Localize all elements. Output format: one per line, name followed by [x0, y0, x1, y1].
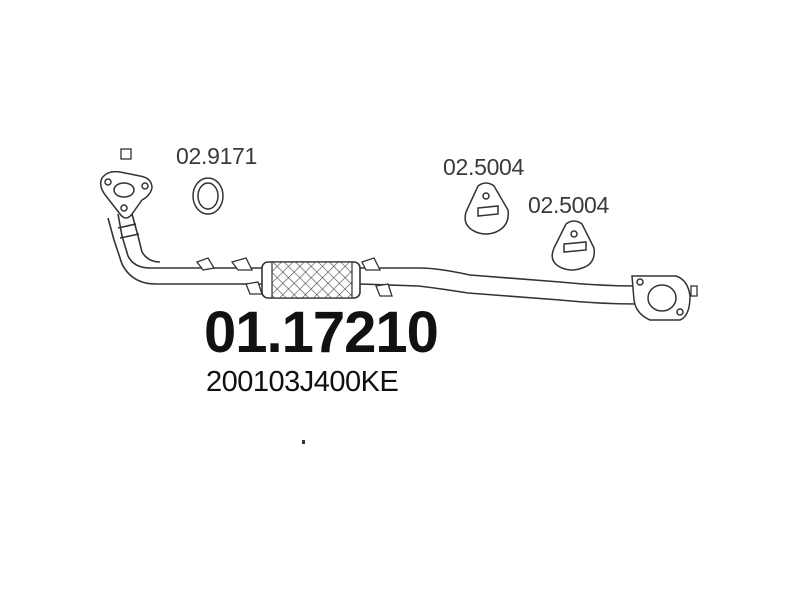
rear-flange	[631, 275, 691, 321]
hanger-2-part-number: 02.5004	[528, 192, 610, 218]
rubber-hanger-2	[551, 220, 595, 271]
position-marker-left	[120, 148, 132, 160]
pipe-brackets	[195, 257, 393, 297]
hanger-1-part-number: 02.5004	[443, 154, 525, 180]
flex-section	[261, 261, 361, 299]
front-flange	[99, 170, 153, 219]
oe-reference-number: 200103J400KE	[206, 366, 399, 398]
rubber-hanger-1	[464, 182, 509, 235]
exhaust-pipe	[107, 213, 637, 305]
gasket-ring	[192, 177, 224, 215]
main-part-number: 01.17210	[204, 300, 439, 365]
position-marker-right	[690, 285, 698, 297]
gasket-part-number: 02.9171	[176, 143, 258, 169]
stray-dot	[302, 440, 305, 444]
